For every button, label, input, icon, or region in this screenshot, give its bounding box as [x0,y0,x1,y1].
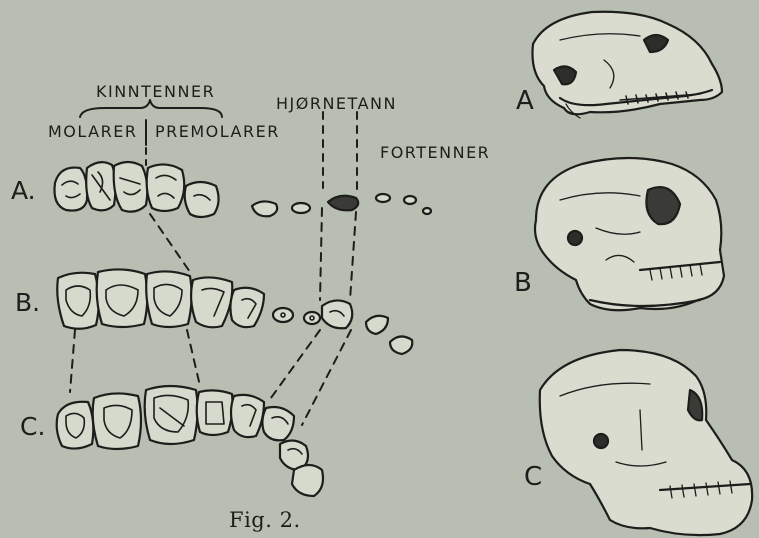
row-a-teeth [54,162,431,217]
skull-c-drawing [540,350,752,535]
kinntenner-brace [80,100,222,117]
label-kinntenner: KINNTENNER [96,84,215,100]
label-hjornetann: HJØRNETANN [276,96,397,112]
row-label-a: A. [11,178,36,203]
row-label-c: C. [20,414,45,439]
label-premolarer: PREMOLARER [155,124,280,140]
row-label-b: B. [15,290,40,315]
skull-label-b: B [514,270,532,296]
skull-label-c: C [524,464,542,490]
label-fortenner: FORTENNER [380,145,490,161]
row-b-teeth [57,269,412,354]
skull-label-a: A [516,88,534,114]
label-molarer: MOLARER [48,124,137,140]
row-c-teeth [57,386,323,496]
figure-caption: Fig. 2. [229,510,301,531]
